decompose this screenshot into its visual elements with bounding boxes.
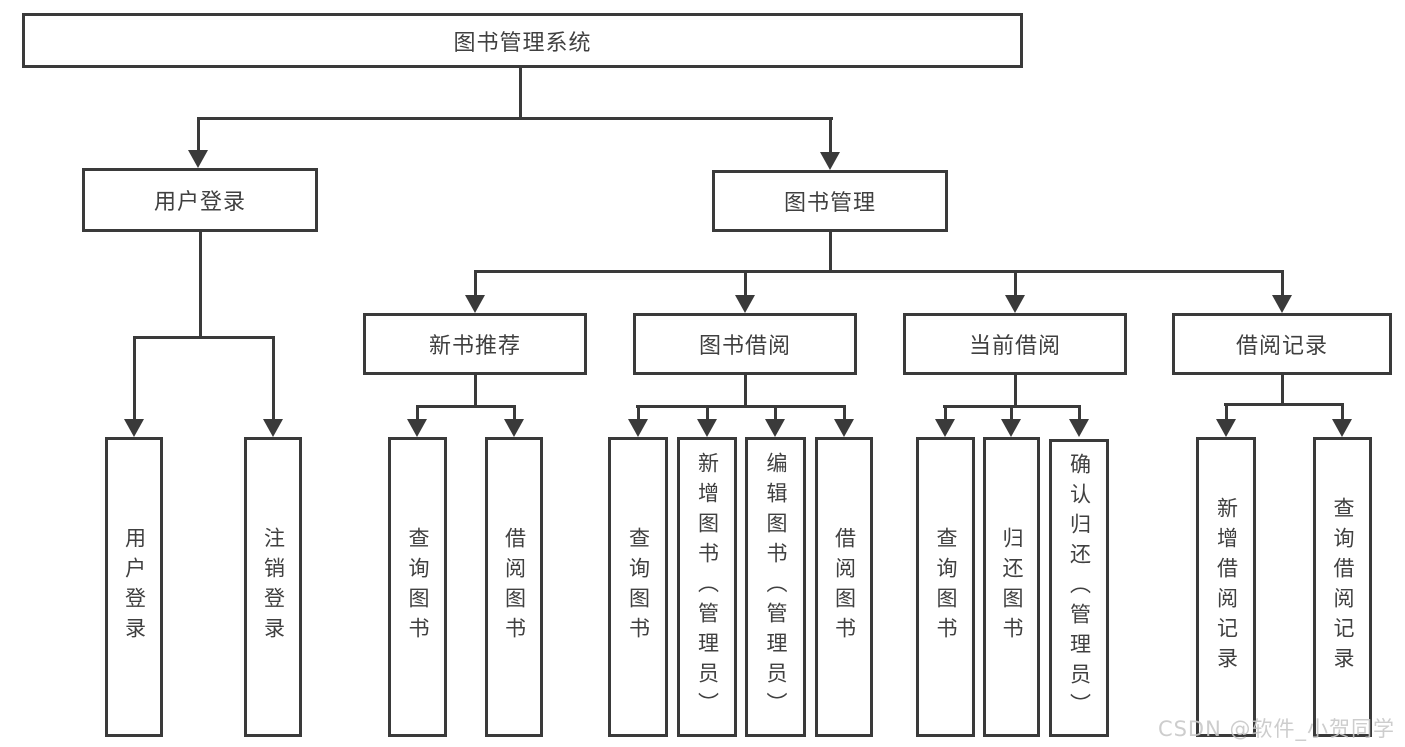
leaf-edit-book-admin-label: 编辑图书（管理员） — [764, 452, 788, 722]
leaf-edit-book-admin: 编辑图书（管理员） — [745, 437, 806, 737]
connector-line — [636, 405, 640, 419]
leaf-borrow-query-book: 查询图书 — [608, 437, 668, 737]
connector-line — [416, 405, 419, 419]
node-user-login: 用户登录 — [82, 168, 318, 232]
connector-line — [1077, 405, 1081, 419]
arrowhead-down — [935, 419, 955, 437]
node-current-borrow: 当前借阅 — [903, 313, 1127, 375]
leaf-add-borrow-record-label: 新增借阅记录 — [1214, 497, 1239, 677]
arrowhead-down — [1272, 295, 1292, 313]
node-new-book-recommend: 新书推荐 — [363, 313, 587, 375]
node-book-borrow-label: 图书借阅 — [698, 334, 791, 359]
leaf-current-query-book: 查询图书 — [916, 437, 975, 737]
connector-line — [636, 405, 846, 408]
arrowhead-down — [820, 152, 840, 170]
connector-line — [519, 68, 522, 119]
leaf-current-query-book-label: 查询图书 — [934, 527, 958, 647]
node-root: 图书管理系统 — [22, 13, 1023, 68]
leaf-query-borrow-record: 查询借阅记录 — [1313, 437, 1372, 737]
connector-line — [1013, 375, 1017, 408]
connector-line — [473, 375, 477, 408]
leaf-recommend-borrow-book: 借阅图书 — [485, 437, 543, 737]
node-book-management: 图书管理 — [712, 170, 948, 232]
leaf-return-book-label: 归还图书 — [1000, 527, 1024, 647]
leaf-borrow-book-label: 借阅图书 — [832, 527, 857, 647]
arrowhead-down — [124, 419, 144, 437]
connector-line — [198, 232, 202, 339]
leaf-confirm-return-admin: 确认归还（管理员） — [1049, 439, 1109, 737]
leaf-recommend-query-book-label: 查询图书 — [406, 527, 430, 647]
connector-line — [743, 270, 747, 295]
arrowhead-down — [504, 419, 524, 437]
arrowhead-down — [1069, 419, 1089, 437]
node-borrow-records: 借阅记录 — [1172, 313, 1392, 375]
node-borrow-records-label: 借阅记录 — [1235, 334, 1328, 359]
connector-line — [132, 336, 136, 419]
leaf-recommend-query-book: 查询图书 — [388, 437, 447, 737]
arrowhead-down — [1005, 295, 1025, 313]
connector-line — [1340, 403, 1344, 419]
connector-line — [132, 336, 275, 339]
leaf-logout-label: 注销登录 — [261, 527, 286, 647]
leaf-user-login: 用户登录 — [105, 437, 163, 737]
connector-line — [271, 336, 275, 419]
connector-line — [1224, 403, 1344, 406]
node-root-label: 图书管理系统 — [453, 30, 592, 56]
arrowhead-down — [1216, 419, 1236, 437]
connector-line — [705, 405, 709, 419]
arrowhead-down — [628, 419, 648, 437]
node-new-book-recommend-label: 新书推荐 — [428, 334, 521, 359]
connector-line — [828, 117, 832, 152]
arrowhead-down — [188, 150, 208, 168]
node-book-borrow: 图书借阅 — [633, 313, 857, 375]
connector-line — [1280, 375, 1284, 406]
csdn-watermark: CSDN @软件_小贺同学 — [1157, 717, 1395, 741]
leaf-recommend-borrow-book-label: 借阅图书 — [502, 527, 527, 647]
arrowhead-down — [263, 419, 283, 437]
arrowhead-down — [407, 419, 427, 437]
connector-line — [1009, 405, 1013, 419]
connector-line — [1224, 403, 1228, 419]
leaf-borrow-query-book-label: 查询图书 — [626, 527, 651, 647]
leaf-query-borrow-record-label: 查询借阅记录 — [1331, 497, 1355, 677]
leaf-user-login-label: 用户登录 — [122, 527, 147, 647]
node-book-management-label: 图书管理 — [783, 191, 876, 216]
connector-line — [473, 270, 477, 295]
connector-line — [828, 232, 832, 272]
arrowhead-down — [1332, 419, 1352, 437]
arrowhead-down — [834, 419, 854, 437]
arrowhead-down — [765, 419, 785, 437]
connector-line — [743, 375, 747, 408]
arrowhead-down — [465, 295, 485, 313]
connector-line — [943, 405, 947, 419]
connector-line — [512, 405, 516, 419]
leaf-logout: 注销登录 — [244, 437, 302, 737]
connector-line — [473, 270, 1284, 273]
leaf-add-borrow-record: 新增借阅记录 — [1196, 437, 1256, 737]
connector-line — [1280, 270, 1284, 295]
connector-line — [416, 405, 516, 408]
node-user-login-label: 用户登录 — [153, 190, 246, 215]
leaf-borrow-book: 借阅图书 — [815, 437, 873, 737]
leaf-add-book-admin: 新增图书（管理员） — [677, 437, 737, 737]
arrowhead-down — [1001, 419, 1021, 437]
arrowhead-down — [735, 295, 755, 313]
connector-line — [842, 405, 846, 419]
connector-line — [773, 405, 777, 419]
connector-line — [196, 117, 200, 150]
connector-line — [197, 117, 833, 120]
node-current-borrow-label: 当前借阅 — [968, 334, 1061, 359]
connector-line — [1013, 270, 1017, 295]
leaf-return-book: 归还图书 — [983, 437, 1040, 737]
leaf-add-book-admin-label: 新增图书（管理员） — [695, 452, 720, 722]
leaf-confirm-return-admin-label: 确认归还（管理员） — [1067, 453, 1092, 723]
arrowhead-down — [697, 419, 717, 437]
